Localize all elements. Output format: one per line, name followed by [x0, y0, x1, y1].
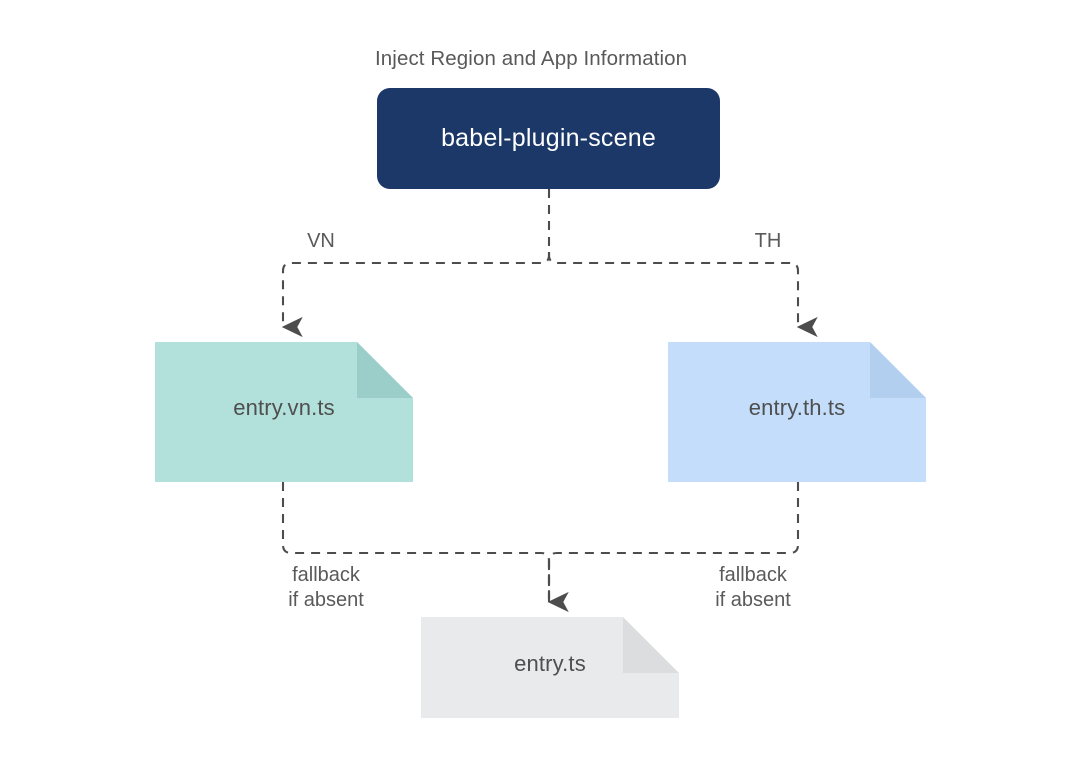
node-entry-th-ts[interactable]: entry.th.ts — [668, 342, 926, 482]
edge-label-fallback-right: fallback if absent — [673, 563, 833, 613]
edge-label-vn: VN — [307, 230, 335, 252]
edge-label-fallback-left-line2: if absent — [288, 589, 364, 611]
edge-root-to-vn — [281, 252, 551, 338]
node-babel-plugin-scene[interactable]: babel-plugin-scene — [377, 88, 720, 189]
edge-label-fallback-right-line2: if absent — [715, 589, 791, 611]
page-title: Inject Region and App Information — [375, 47, 688, 70]
node-babel-plugin-scene-label: babel-plugin-scene — [441, 124, 656, 152]
edge-label-fallback-right-line1: fallback — [719, 564, 787, 586]
node-entry-vn-ts[interactable]: entry.vn.ts — [155, 342, 413, 482]
edge-root-to-th — [547, 252, 818, 338]
node-entry-th-ts-label: entry.th.ts — [748, 395, 846, 420]
document-shape-blue — [668, 342, 926, 482]
document-shape-grey — [421, 617, 679, 718]
document-shape-green — [155, 342, 413, 482]
node-entry-ts[interactable]: entry.ts — [421, 617, 679, 718]
node-entry-vn-ts-label: entry.vn.ts — [233, 395, 335, 420]
edge-label-fallback-left: fallback if absent — [246, 563, 406, 613]
edge-label-th: TH — [754, 230, 782, 252]
edge-label-fallback-left-line1: fallback — [292, 564, 360, 586]
node-entry-ts-label: entry.ts — [514, 650, 586, 676]
